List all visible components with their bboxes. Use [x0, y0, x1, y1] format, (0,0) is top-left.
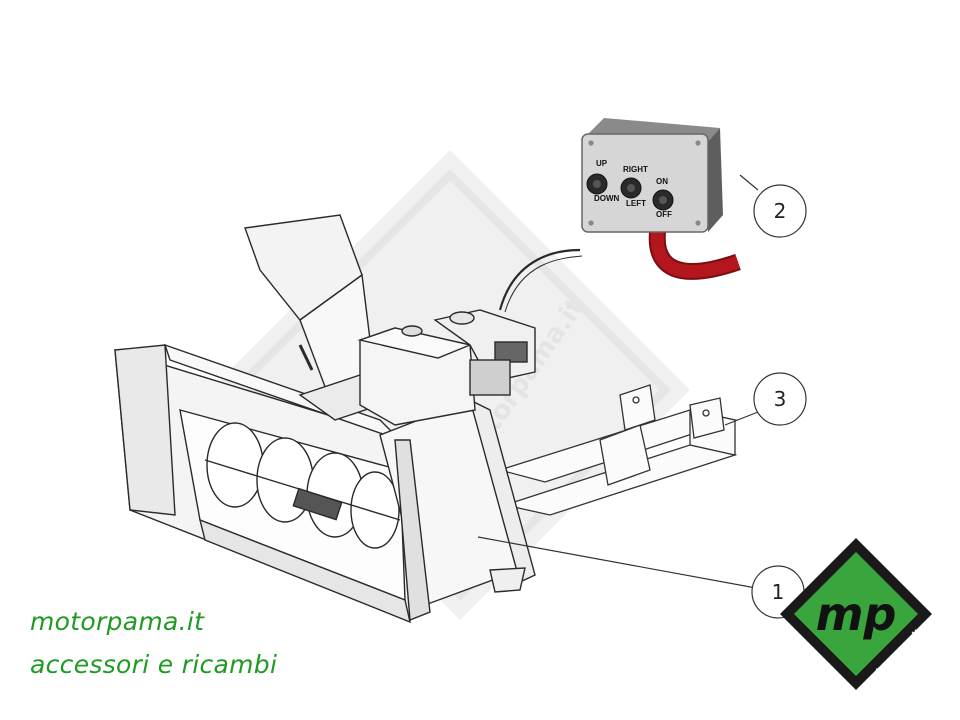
leader-line: [739, 174, 759, 191]
frame-bracket-right: [689, 397, 725, 439]
logo-diamond-inner: [794, 552, 918, 676]
scraper-bar: [198, 518, 411, 624]
control-box: UP DOWN RIGHT LEFT ON OFF: [581, 118, 741, 280]
logo-letters: mp: [816, 587, 897, 641]
box-screw: [588, 140, 594, 146]
brand-site-text: motorpama.it: [30, 607, 205, 636]
toggle-switch-lever: [593, 180, 601, 188]
box-screw: [695, 140, 701, 146]
callout-number: 2: [774, 199, 787, 223]
callout-circle: [753, 372, 807, 426]
toggle-switch-right-left[interactable]: RIGHT LEFT: [620, 165, 648, 208]
motorpama-logo: mp motorpama.it: [780, 538, 932, 690]
switch-label-up: UP: [596, 159, 608, 168]
engine-air-filter-cap: [449, 311, 475, 325]
callout-number: 1: [772, 580, 785, 604]
auger-gearbox: [292, 487, 343, 521]
housing-right-side: [394, 439, 431, 622]
brand-tagline-text: accessori e ricambi: [30, 650, 278, 679]
switch-label-on: ON: [656, 177, 668, 186]
fuel-cap: [401, 325, 423, 337]
auger-blade: [206, 422, 264, 508]
leader-line: [477, 536, 757, 589]
throttle-cable-edge: [504, 255, 583, 313]
auger-blade: [350, 471, 400, 549]
box-screw: [588, 220, 594, 226]
switch-label-off: OFF: [656, 210, 672, 219]
leader-line: [724, 411, 759, 426]
frame-bracket-left: [619, 384, 656, 431]
switch-label-right: RIGHT: [623, 165, 648, 174]
toggle-switch-lever: [659, 196, 667, 204]
callout-number: 3: [774, 387, 787, 411]
chute-handle: [298, 344, 314, 371]
toggle-switch-on-off[interactable]: ON OFF: [652, 177, 674, 219]
throttle-cable: [498, 248, 581, 311]
engine-muffler-grille: [494, 341, 528, 363]
callout-circle: [753, 184, 807, 238]
mounting-frame: [497, 384, 738, 516]
housing-left-side: [114, 344, 176, 516]
box-front-panel: [581, 133, 709, 233]
toggle-switch-up-down[interactable]: UP DOWN: [586, 159, 620, 203]
discharge-chute: [244, 214, 397, 421]
engine-cylinder-fins: [469, 359, 511, 396]
impeller-housing-edge: [468, 398, 536, 583]
switch-label-left: LEFT: [626, 199, 646, 208]
box-screw: [695, 220, 701, 226]
frame-bolt-hole: [632, 396, 640, 404]
box-side: [705, 128, 723, 232]
callout-2: 2: [739, 174, 807, 238]
engine: [357, 248, 583, 426]
frame-bolt-hole: [702, 409, 710, 417]
toggle-switch-lever: [627, 184, 635, 192]
control-cable: [650, 227, 741, 278]
callout-3: 3: [724, 372, 807, 426]
skid-shoe: [489, 567, 526, 593]
switch-label-down: DOWN: [594, 194, 620, 203]
